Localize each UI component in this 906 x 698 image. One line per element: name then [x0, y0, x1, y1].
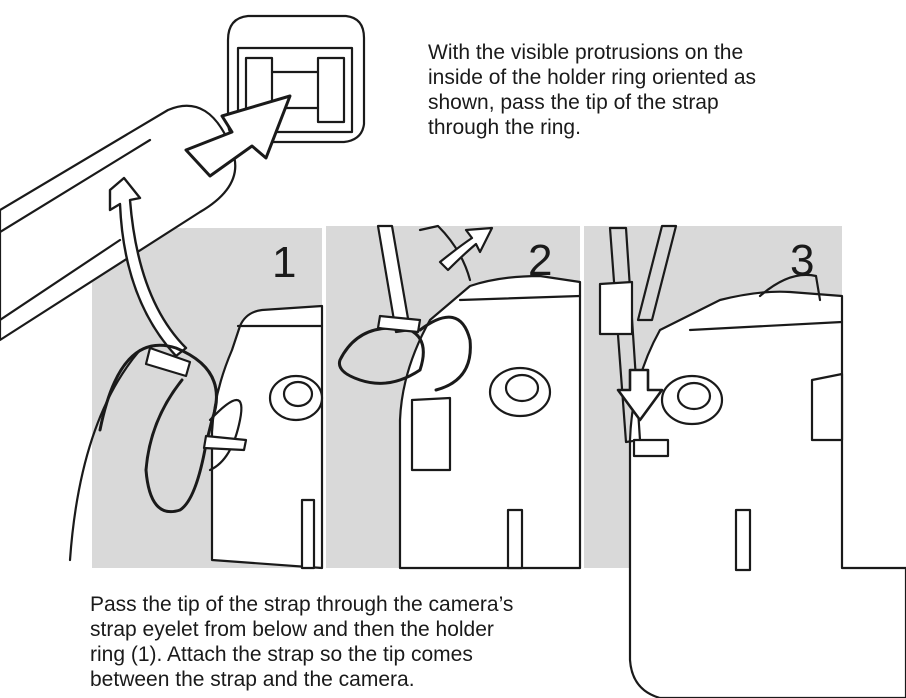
instruction-line: through the ring. — [428, 116, 581, 139]
curved-up-arrow-icon — [108, 176, 188, 358]
instruction-line: Pass the tip of the strap through the ca… — [90, 593, 514, 616]
instruction-line: shown, pass the tip of the strap — [428, 91, 719, 114]
insert-arrow-icon — [184, 94, 292, 178]
instruction-line: between the strap and the camera. — [90, 668, 415, 691]
strap-tip-illustration — [0, 104, 237, 342]
step-3-number: 3 — [790, 236, 815, 285]
holder-ring-instruction: With the visible protrusions on the insi… — [428, 40, 827, 140]
step-3-camera-illustration — [598, 224, 906, 698]
instruction-line: With the visible protrusions on the — [428, 41, 744, 64]
step-3-down-arrow-icon — [616, 368, 664, 422]
instruction-line: ring (1). Attach the strap so the tip co… — [90, 643, 473, 666]
step-1-number: 1 — [272, 238, 297, 287]
instruction-line: inside of the holder ring oriented as — [428, 66, 757, 89]
step-2-arrow-icon — [438, 226, 494, 272]
step-1-camera-illustration — [68, 304, 324, 570]
instruction-line: strap eyelet from below and then the hol… — [90, 618, 494, 641]
step-2-number: 2 — [528, 236, 553, 285]
strap-eyelet-instruction: Pass the tip of the strap through the ca… — [90, 592, 546, 692]
holder-ring-illustration — [226, 14, 366, 144]
step-2-camera-illustration — [337, 224, 582, 570]
